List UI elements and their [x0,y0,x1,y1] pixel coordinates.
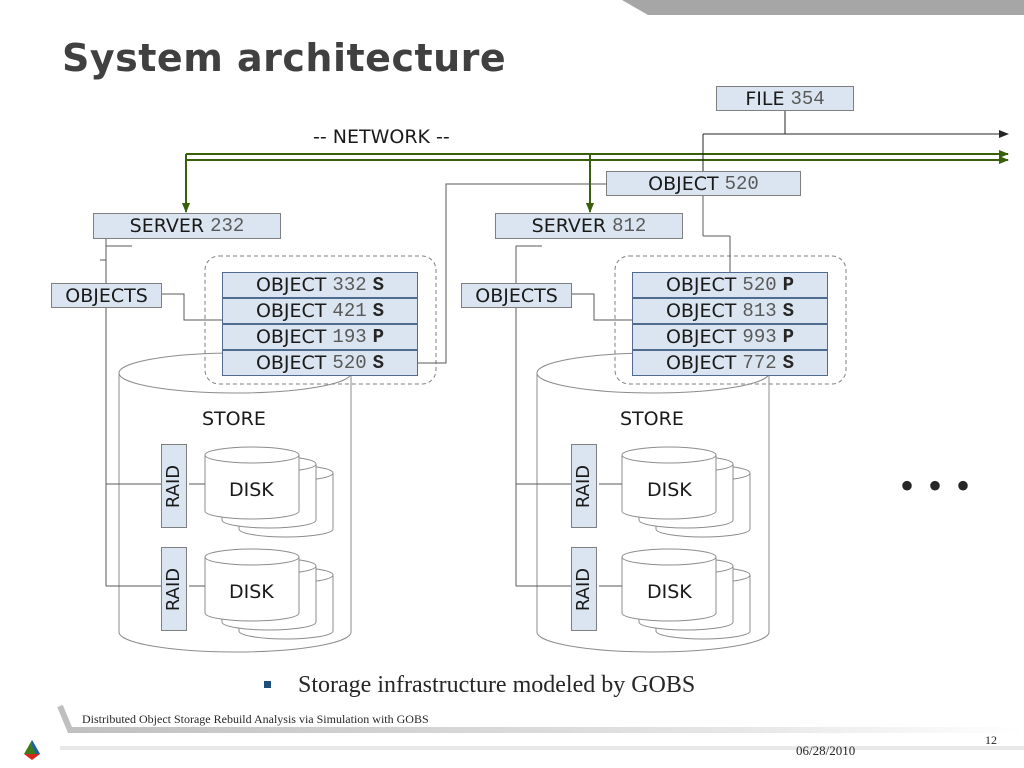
disk-stack-icon [204,548,334,640]
server-box-1: SERVER 232 [93,213,281,239]
object-top-id: 520 [724,172,759,195]
object-role: S [372,352,385,374]
object-id: 772 [742,352,777,374]
object-role: P [372,326,385,348]
file-id: 354 [790,87,825,110]
object-row: OBJECT 772 S [632,350,828,376]
object-row: OBJECT 332 S [222,272,418,298]
store-label-2: STORE [620,408,684,430]
object-label: OBJECT [255,326,327,348]
object-role: P [782,274,795,296]
footer-date: 06/28/2010 [796,743,856,758]
network-label: -- NETWORK -- [313,126,450,148]
objects-label-box-1: OBJECTS [51,283,162,308]
raid-box: RAID [571,547,597,631]
disk-stack-icon [621,446,751,538]
disk-label: DISK [647,479,692,501]
raid-label: RAID [163,567,185,611]
disk-stack-icon [204,446,334,538]
object-top-label: OBJECT [648,172,719,195]
disk-icon [621,557,717,622]
slide-title: System architecture [62,36,507,80]
object-id: 193 [332,326,367,348]
object-row: OBJECT 813 S [632,298,828,324]
object-role: S [782,300,795,322]
network-lines [182,150,1009,213]
object-role: P [782,326,795,348]
footer-swoosh [57,704,1024,733]
raid-box: RAID [161,547,187,631]
raid-label: RAID [573,464,595,508]
disk-top [621,446,717,464]
disk-label: DISK [229,479,274,501]
raid-label: RAID [573,567,595,611]
object-group-1 [204,255,437,385]
object-row: OBJECT 520 P [632,272,828,298]
object-label: OBJECT [665,300,737,322]
server-label: SERVER [129,215,205,237]
disk-top [621,548,717,566]
object-id: 813 [742,300,777,322]
object-id: 520 [742,274,777,296]
raid-box: RAID [161,444,187,528]
object-role: S [372,300,385,322]
object-row: OBJECT 520 S [222,350,418,376]
file-label: FILE [745,87,785,110]
object-top-box: OBJECT 520 [606,171,801,196]
disk-top [204,548,300,566]
object-id: 993 [742,326,777,348]
disk-label: DISK [647,581,692,603]
footer-text: Distributed Object Storage Rebuild Analy… [82,712,429,726]
header-band [622,0,1024,15]
object-label: OBJECT [255,352,327,374]
object-label: OBJECT [665,352,737,374]
disk-icon [621,455,717,520]
object-label: OBJECT [255,274,327,296]
bullet-text: Storage infrastructure modeled by GOBS [298,672,696,698]
page-number: 12 [985,733,997,747]
raid-label: RAID [163,464,185,508]
server-box-2: SERVER 812 [495,213,683,239]
object-row: OBJECT 193 P [222,324,418,350]
object-id: 520 [332,352,367,374]
raid-box: RAID [571,444,597,528]
object-row: OBJECT 421 S [222,298,418,324]
disk-icon [204,557,300,622]
object-label: OBJECT [665,326,737,348]
object-role: S [782,352,795,374]
bullet-icon [264,681,271,688]
disk-icon [204,455,300,520]
object-row: OBJECT 993 P [632,324,828,350]
object-id: 421 [332,300,367,322]
object-id: 332 [332,274,367,296]
server-label: SERVER [531,215,607,237]
server-id: 812 [612,215,647,237]
disk-top [204,446,300,464]
more-servers-ellipsis: • • • [900,463,973,508]
file-box: FILE 354 [716,86,854,111]
object-label: OBJECT [255,300,327,322]
logo-icon [24,740,40,760]
store-label-1: STORE [202,408,266,430]
disk-stack-icon [621,548,751,640]
server-id: 232 [210,215,245,237]
objects-label-box-2: OBJECTS [461,283,572,308]
object-label: OBJECT [665,274,737,296]
object-role: S [372,274,385,296]
disk-label: DISK [229,581,274,603]
